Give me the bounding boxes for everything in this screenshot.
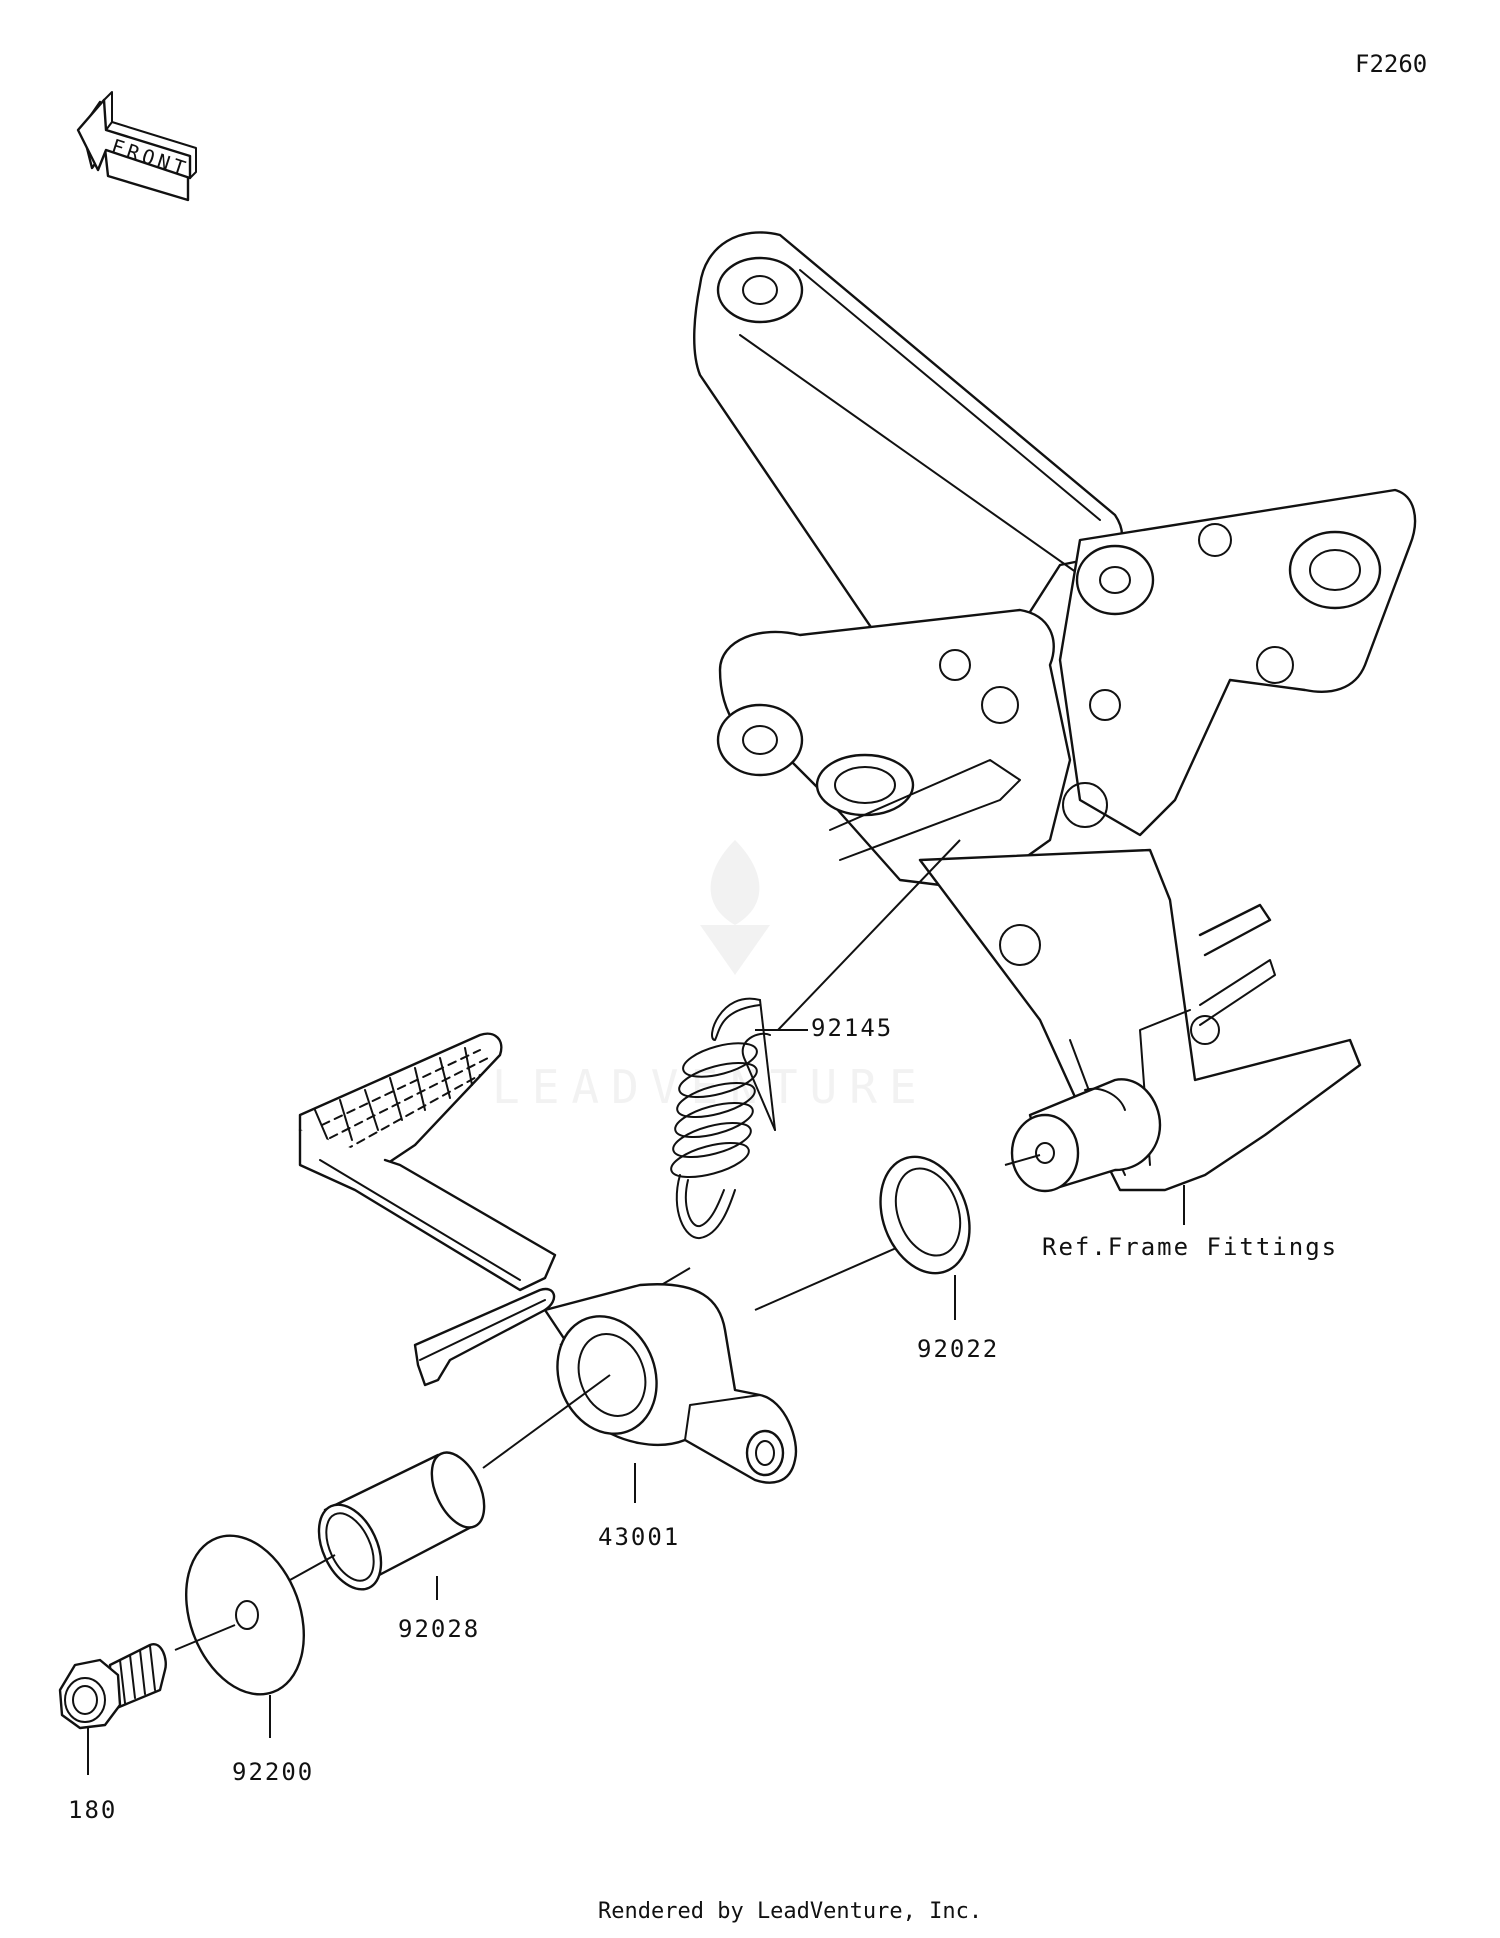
part-number-92022: 92022 <box>917 1335 999 1363</box>
part-180-bolt <box>58 1643 167 1730</box>
part-43001-brake-pedal <box>298 1032 798 1484</box>
footer-credit: Rendered by LeadVenture, Inc. <box>598 1899 982 1924</box>
part-number-92200: 92200 <box>232 1758 314 1786</box>
diagram-code: F2260 <box>1355 50 1427 78</box>
front-arrow-icon: FRONT <box>76 91 197 202</box>
watermark: LEADVENTURE <box>492 840 917 1114</box>
reference-note: Ref.Frame Fittings <box>1042 1233 1338 1261</box>
part-92028-collar <box>317 1451 486 1591</box>
part-number-43001: 43001 <box>598 1523 680 1551</box>
part-number-92145: 92145 <box>811 1014 893 1042</box>
part-92145-spring <box>670 997 776 1240</box>
part-92200-washer <box>184 1534 306 1696</box>
part-92022-washer <box>879 1155 971 1275</box>
frame-fitting-bracket <box>693 231 1417 1193</box>
part-number-92028: 92028 <box>398 1615 480 1643</box>
part-number-180: 180 <box>68 1796 117 1824</box>
